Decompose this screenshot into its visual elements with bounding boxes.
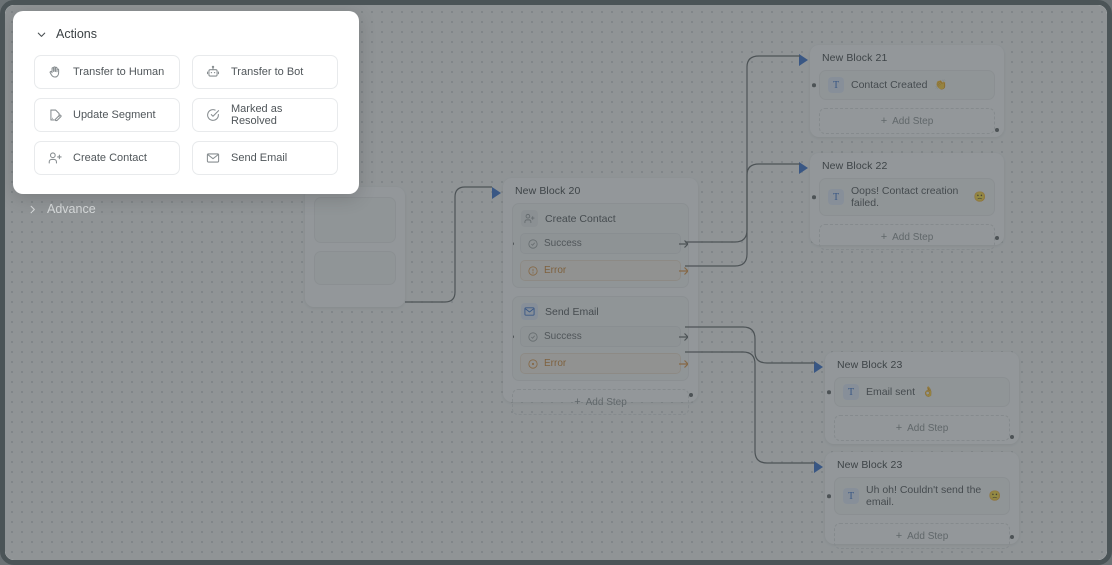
document-pencil-icon — [50, 109, 62, 122]
action-send-email[interactable]: Send Email — [192, 141, 338, 175]
action-update-segment[interactable]: Update Segment — [34, 98, 180, 132]
actions-panel: Actions Transfer to Human — [13, 11, 359, 194]
check-circle-icon — [207, 109, 220, 121]
hand-icon — [49, 66, 60, 78]
actions-panel-header[interactable]: Actions — [34, 11, 338, 55]
chevron-down-icon — [37, 32, 46, 37]
robot-icon — [206, 65, 220, 77]
action-label: Create Contact — [73, 152, 147, 164]
action-marked-as-resolved[interactable]: Marked as Resolved — [192, 98, 338, 132]
chevron-right-icon — [30, 205, 35, 213]
advance-section-toggle[interactable]: Advance — [27, 202, 96, 216]
action-label: Transfer to Bot — [231, 66, 304, 78]
actions-panel-title: Actions — [56, 27, 97, 41]
action-label: Update Segment — [73, 109, 156, 121]
action-transfer-to-human[interactable]: Transfer to Human — [34, 55, 180, 89]
action-label: Marked as Resolved — [231, 103, 283, 127]
actions-grid: Transfer to Human Transfer to Bot — [34, 55, 338, 175]
action-label: Transfer to Human — [73, 66, 165, 78]
action-create-contact[interactable]: Create Contact — [34, 141, 180, 175]
person-plus-icon — [48, 152, 62, 164]
advance-label: Advance — [47, 202, 96, 216]
action-transfer-to-bot[interactable]: Transfer to Bot — [192, 55, 338, 89]
envelope-icon — [206, 153, 220, 163]
action-label: Send Email — [231, 152, 288, 164]
